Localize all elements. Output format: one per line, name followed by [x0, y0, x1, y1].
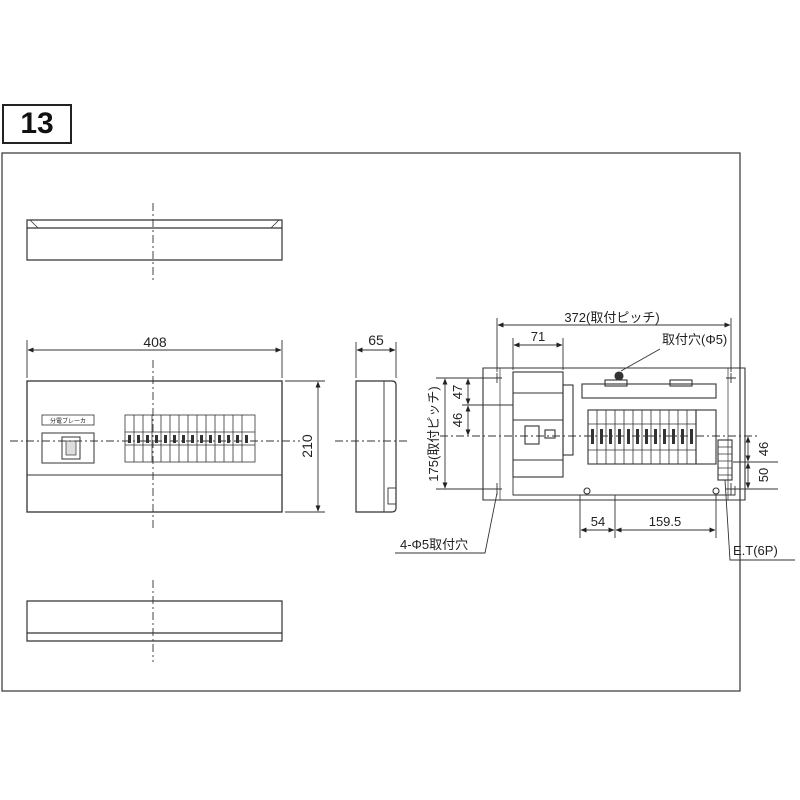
- dim-46-label: 46: [450, 413, 465, 427]
- front-view: 分電ブレーカ: [10, 360, 300, 530]
- dimension-408: [26, 340, 283, 378]
- dim-right-46-label: 46: [756, 442, 771, 456]
- dim-54-label: 54: [591, 514, 605, 529]
- dim-210-label: 210: [299, 434, 315, 458]
- dim-47-label: 47: [450, 385, 465, 399]
- dimension-210: [285, 380, 325, 513]
- side-view: [335, 380, 410, 513]
- dim-right-50-label: 50: [756, 468, 771, 482]
- dimension-right: [733, 436, 778, 490]
- drawing-frame: [1, 152, 741, 692]
- front-panel-outline: [26, 380, 283, 513]
- dimension-372: [496, 318, 732, 372]
- brand-plate: [41, 414, 95, 426]
- dim-175-label: 175(取付ピッチ): [426, 386, 441, 481]
- branch-breaker-bank: [124, 414, 256, 463]
- dimension-bottom: [579, 495, 717, 538]
- mount-hole-icon: [614, 371, 624, 381]
- mount-hole-label: 取付穴(Φ5): [662, 332, 727, 347]
- dim-71-label: 71: [531, 329, 545, 344]
- dimension-71: [512, 338, 564, 370]
- dimension-175: [436, 377, 496, 490]
- main-breaker-interior: [512, 371, 564, 478]
- dim-372-label: 372(取付ピッチ): [564, 310, 659, 325]
- earth-terminal: [717, 439, 733, 481]
- dim-408-label: 408: [143, 334, 167, 350]
- dim-65-label: 65: [368, 332, 384, 348]
- dimension-47-46: [462, 378, 513, 436]
- brand-plate-text: 分電ブレーカ: [50, 417, 86, 425]
- mount-holes-label: 4-Φ5取付穴: [400, 537, 468, 552]
- dim-159-5-label: 159.5: [649, 514, 682, 529]
- figure-number-badge: 13: [2, 104, 72, 144]
- earth-terminal-label: E.T(6P): [733, 543, 778, 558]
- top-view: [26, 203, 283, 280]
- dimension-65: [355, 342, 397, 378]
- interior-view: [440, 367, 760, 501]
- bottom-view: [26, 580, 283, 662]
